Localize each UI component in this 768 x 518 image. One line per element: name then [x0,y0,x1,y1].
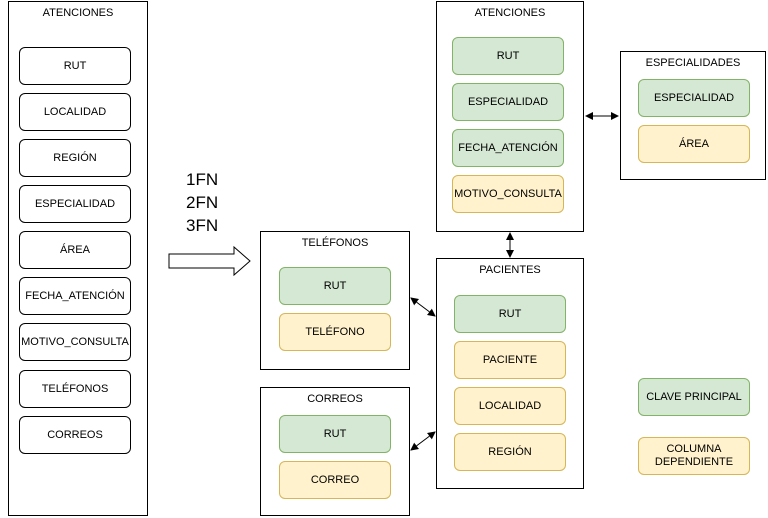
field-motivo-consulta: MOTIVO_CONSULTA [19,323,131,361]
field-telefonos: TELÉFONOS [19,370,131,408]
normal-form-3fn: 3FN [186,216,219,235]
legend-primary-key: CLAVE PRINCIPAL [638,378,750,416]
link-correos-pacientes [410,431,436,451]
table-especialidades-title: ESPECIALIDADES [645,57,741,69]
field-especialidad: ESPECIALIDAD [638,79,750,117]
source-table-title: ATENCIONES [42,7,114,19]
table-atenciones: ATENCIONES RUT ESPECIALIDAD FECHA_ATENCI… [436,1,584,232]
field-rut: RUT [452,37,564,75]
field-paciente: PACIENTE [454,341,566,379]
table-pacientes: PACIENTES RUT PACIENTE LOCALIDAD REGIÓN [436,258,584,489]
link-telefonos-pacientes [410,297,436,317]
table-telefonos-title: TELÉFONOS [301,237,369,249]
field-telefono: TELÉFONO [279,313,391,351]
field-correo: CORREO [279,461,391,499]
field-area: ÁREA [19,231,131,269]
field-motivo-consulta: MOTIVO_CONSULTA [452,175,564,213]
table-correos-title: CORREOS [307,393,363,405]
field-region: REGIÓN [19,139,131,177]
table-correos: CORREOS RUT CORREO [260,387,410,516]
legend-dependent-column: COLUMNA DEPENDIENTE [638,437,750,475]
normal-form-1fn: 1FN [186,170,219,189]
normal-form-2fn: 2FN [186,193,219,212]
field-correos: CORREOS [19,416,131,454]
field-region: REGIÓN [454,433,566,471]
field-localidad: LOCALIDAD [454,387,566,425]
table-telefonos: TELÉFONOS RUT TELÉFONO [260,231,410,370]
field-rut: RUT [279,415,391,453]
table-atenciones-title: ATENCIONES [474,7,546,19]
field-localidad: LOCALIDAD [19,93,131,131]
field-rut: RUT [19,47,131,85]
field-especialidad: ESPECIALIDAD [19,185,131,223]
table-especialidades: ESPECIALIDADES ESPECIALIDAD ÁREA [620,51,766,180]
source-table-atenciones: ATENCIONES RUT LOCALIDAD REGIÓN ESPECIAL… [8,1,148,516]
field-especialidad: ESPECIALIDAD [452,83,564,121]
field-rut: RUT [454,295,566,333]
transform-arrow [168,245,251,277]
table-pacientes-title: PACIENTES [479,264,541,276]
field-rut: RUT [279,267,391,305]
field-fecha-atencion: FECHA_ATENCIÓN [452,129,564,167]
field-fecha-atencion: FECHA_ATENCIÓN [19,277,131,315]
field-area: ÁREA [638,125,750,163]
